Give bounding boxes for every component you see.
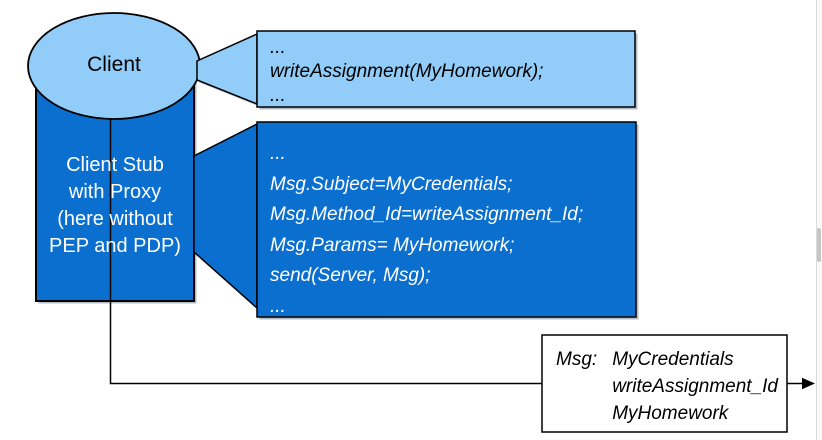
stub-callout-pointer xyxy=(193,122,258,310)
stub-callout-box xyxy=(256,121,637,318)
message-label: Msg: xyxy=(556,349,598,370)
client-stub-label: Client Stub with Proxy (here without PEP… xyxy=(49,154,181,257)
page-edge-line xyxy=(816,0,817,440)
message-content: Msg: MyCredentials writeAssignment_Id My… xyxy=(556,346,784,427)
message-box xyxy=(541,334,788,433)
client-code-text: ... writeAssignment(MyHomework); ... xyxy=(270,37,544,106)
stub-code-text: ... Msg.Subject=MyCredentials; Msg.Metho… xyxy=(270,143,584,317)
scrollbar-thumb[interactable] xyxy=(817,228,821,262)
message-values: MyCredentials writeAssignment_Id MyHomew… xyxy=(612,349,778,424)
client-label: Client xyxy=(87,53,141,76)
scrollbar-track xyxy=(817,0,822,440)
client-callout-box xyxy=(256,30,636,108)
arrow-head-icon xyxy=(802,377,815,390)
